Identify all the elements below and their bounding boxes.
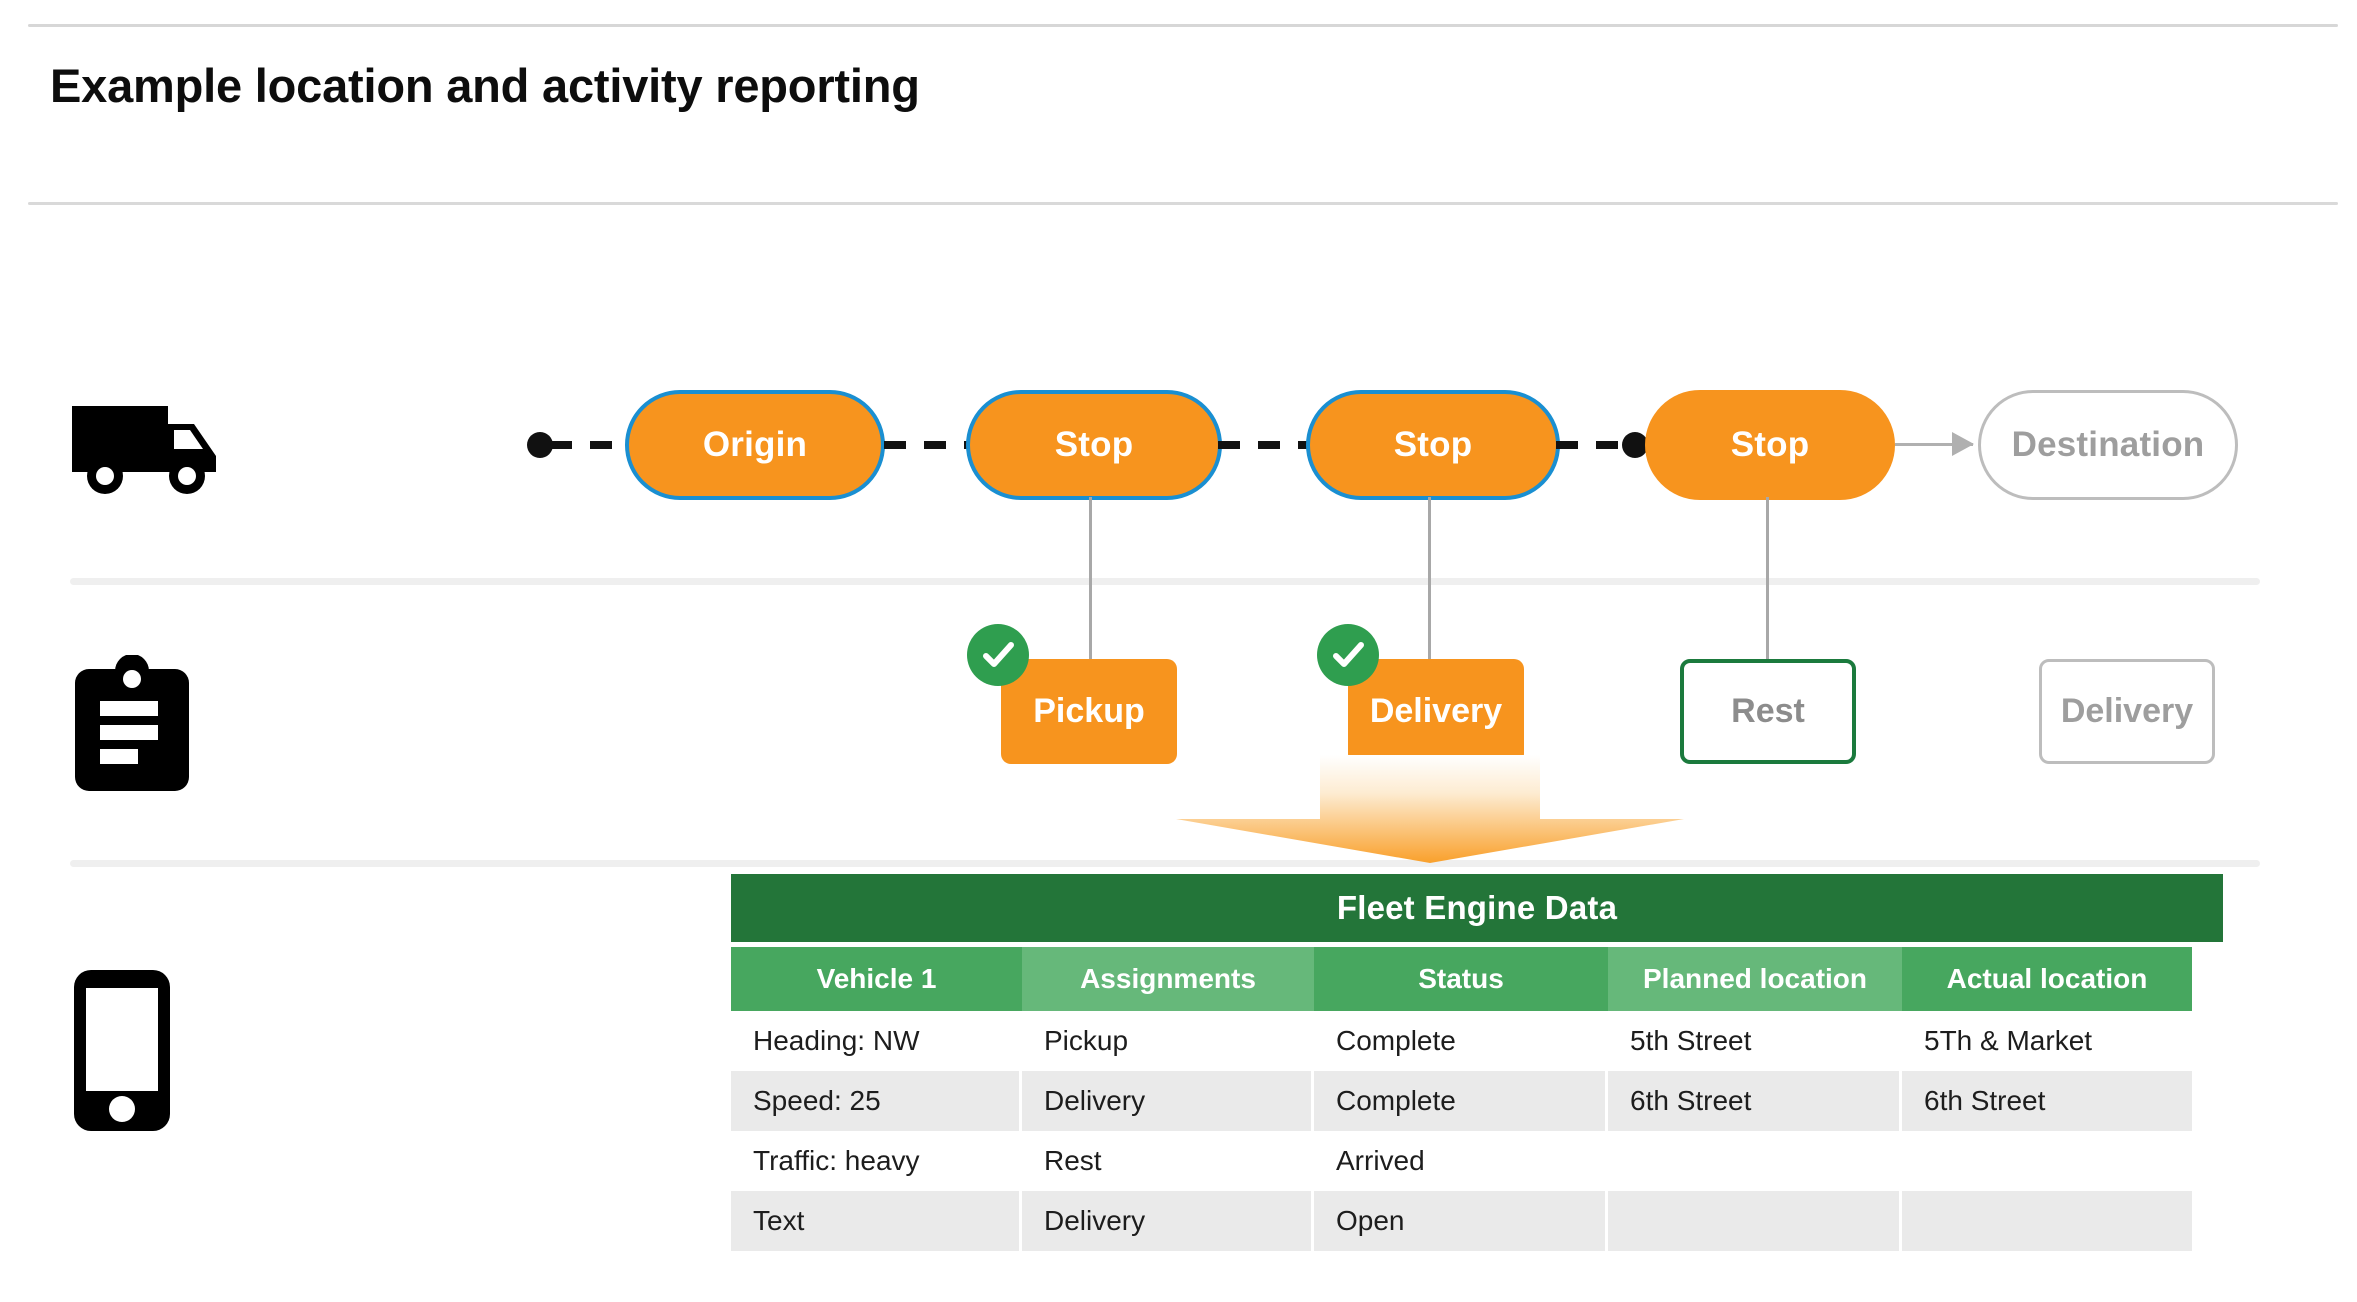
- connector-stop3-rest: [1766, 497, 1769, 661]
- section-divider-activity-data: [70, 860, 2260, 867]
- truck-icon: [70, 398, 225, 498]
- mobile-phone-icon: [72, 968, 172, 1133]
- connector-stop1-pickup: [1089, 497, 1092, 667]
- table-cell: 6th Street: [1902, 1071, 2192, 1131]
- table-header-row: Vehicle 1 Assignments Status Planned loc…: [731, 947, 2223, 1011]
- table-cell: Open: [1314, 1191, 1608, 1251]
- table-cell: 5th Street: [1608, 1011, 1902, 1071]
- table-column-header: Assignments: [1022, 947, 1314, 1011]
- table-column-header: Planned location: [1608, 947, 1902, 1011]
- check-icon: [967, 624, 1029, 686]
- table-cell: Text: [731, 1191, 1022, 1251]
- route-node-stop-2[interactable]: Stop: [1306, 390, 1560, 500]
- table-row: Traffic: heavy Rest Arrived: [731, 1131, 2223, 1191]
- route-node-stop-1[interactable]: Stop: [966, 390, 1222, 500]
- table-cell: [1608, 1191, 1902, 1251]
- table-cell: Heading: NW: [731, 1011, 1022, 1071]
- title-underline-divider: [28, 202, 2338, 205]
- route-node-origin[interactable]: Origin: [625, 390, 885, 500]
- table-row: Text Delivery Open: [731, 1191, 2223, 1251]
- table-row: Heading: NW Pickup Complete 5th Street 5…: [731, 1011, 2223, 1071]
- table-cell: Complete: [1314, 1071, 1608, 1131]
- clipboard-icon: [72, 654, 192, 795]
- table-cell: 6th Street: [1608, 1071, 1902, 1131]
- table-cell: Arrived: [1314, 1131, 1608, 1191]
- table-column-header: Vehicle 1: [731, 947, 1022, 1011]
- table-cell: Traffic: heavy: [731, 1131, 1022, 1191]
- route-dash-segment: [550, 441, 630, 449]
- table-cell: Complete: [1314, 1011, 1608, 1071]
- top-divider: [28, 24, 2338, 27]
- activity-box-delivery[interactable]: Delivery: [1348, 659, 1524, 764]
- table-cell: [1902, 1191, 2192, 1251]
- activity-box-delivery-open[interactable]: Delivery: [2039, 659, 2215, 764]
- connector-stop2-delivery: [1428, 497, 1431, 667]
- table-cell: Delivery: [1022, 1191, 1314, 1251]
- check-icon: [1317, 624, 1379, 686]
- route-dash-segment: [884, 441, 970, 449]
- table-cell: [1608, 1131, 1902, 1191]
- table-cell: [1902, 1131, 2192, 1191]
- table-column-header: Status: [1314, 947, 1608, 1011]
- route-start-dot: [527, 432, 553, 458]
- section-divider-route-activity: [70, 578, 2260, 585]
- table-cell: Delivery: [1022, 1071, 1314, 1131]
- route-node-stop-3[interactable]: Stop: [1645, 390, 1895, 500]
- route-dash-segment: [1556, 441, 1634, 449]
- table-cell: Pickup: [1022, 1011, 1314, 1071]
- table-column-header: Actual location: [1902, 947, 2192, 1011]
- data-flow-arrow-icon: [1172, 755, 1688, 865]
- route-waypoint-dot: [1622, 432, 1648, 458]
- page-title: Example location and activity reporting: [50, 59, 920, 112]
- activity-box-rest[interactable]: Rest: [1680, 659, 1856, 764]
- table-row: Speed: 25 Delivery Complete 6th Street 6…: [731, 1071, 2223, 1131]
- route-dash-segment: [1218, 441, 1308, 449]
- route-arrow-shaft: [1895, 443, 1973, 446]
- activity-box-pickup[interactable]: Pickup: [1001, 659, 1177, 764]
- table-cell: 5Th & Market: [1902, 1011, 2192, 1071]
- fleet-engine-data-table: Fleet Engine Data Vehicle 1 Assignments …: [731, 874, 2223, 1251]
- table-cell: Speed: 25: [731, 1071, 1022, 1131]
- table-title: Fleet Engine Data: [731, 874, 2223, 942]
- route-node-destination[interactable]: Destination: [1978, 390, 2238, 500]
- table-cell: Rest: [1022, 1131, 1314, 1191]
- route-arrow-head-icon: [1952, 432, 1974, 456]
